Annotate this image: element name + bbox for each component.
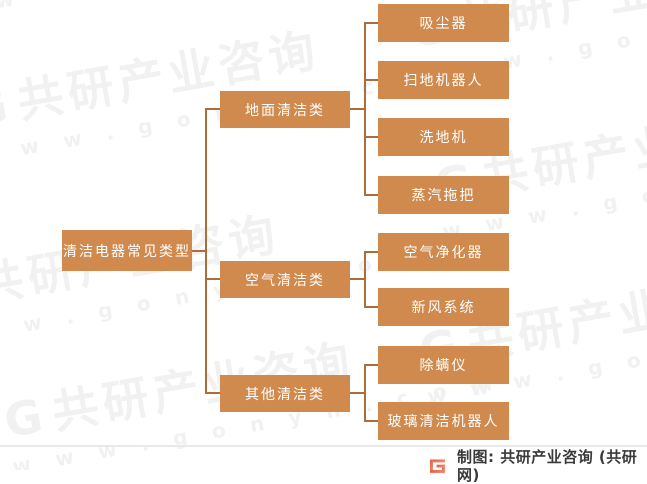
connector-branch2-stub bbox=[205, 278, 220, 280]
leaf-node-glass-cleaning-robot: 玻璃清洁机器人 bbox=[378, 402, 509, 440]
leaf-node-floor-washer: 洗地机 bbox=[378, 118, 509, 156]
connector-branch3-out bbox=[350, 392, 365, 394]
leaf-node-fresh-air-system: 新风系统 bbox=[378, 288, 509, 326]
connector-branch3-stub bbox=[205, 392, 220, 394]
connector-leaf7-stub bbox=[364, 364, 378, 366]
credit-text: 制图: 共研产业咨询 (共研网) bbox=[456, 448, 638, 484]
footer-divider bbox=[0, 445, 647, 447]
leaf-node-vacuum-cleaner: 吸尘器 bbox=[378, 4, 509, 42]
connector-leaf2-stub bbox=[364, 79, 378, 81]
connector-group2-trunk bbox=[364, 251, 366, 308]
connector-group1-trunk bbox=[364, 23, 366, 196]
connector-leaf6-stub bbox=[364, 306, 378, 308]
credit-line: 制图: 共研产业咨询 (共研网) bbox=[430, 448, 647, 484]
connector-leaf1-stub bbox=[364, 22, 378, 24]
cleaning-appliance-type-tree: 清洁电器常见类型 地面清洁类 空气清洁类 其他清洁类 吸尘器 扫地机器人 洗地机… bbox=[62, 4, 509, 440]
connector-main-trunk bbox=[205, 109, 207, 394]
connector-group3-trunk bbox=[364, 364, 366, 422]
connector-leaf8-stub bbox=[364, 420, 378, 422]
leaf-node-steam-mop: 蒸汽拖把 bbox=[378, 176, 509, 214]
connector-leaf4-stub bbox=[364, 194, 378, 196]
connector-branch1-out bbox=[350, 108, 365, 110]
leaf-node-sweeping-robot: 扫地机器人 bbox=[378, 61, 509, 99]
leaf-node-air-purifier: 空气净化器 bbox=[378, 233, 509, 271]
branch-node-air-cleaning: 空气清洁类 bbox=[220, 261, 350, 298]
root-node: 清洁电器常见类型 bbox=[62, 230, 192, 271]
connector-leaf3-stub bbox=[364, 136, 378, 138]
connector-leaf5-stub bbox=[364, 251, 378, 253]
gonyn-logo-icon bbox=[430, 458, 445, 473]
leaf-node-mite-remover: 除螨仪 bbox=[378, 346, 509, 384]
connector-branch2-out bbox=[350, 278, 365, 280]
connector-branch1-stub bbox=[205, 108, 220, 110]
branch-node-floor-cleaning: 地面清洁类 bbox=[220, 91, 350, 128]
branch-node-other-cleaning: 其他清洁类 bbox=[220, 375, 350, 412]
connector-root-stub bbox=[192, 250, 206, 252]
